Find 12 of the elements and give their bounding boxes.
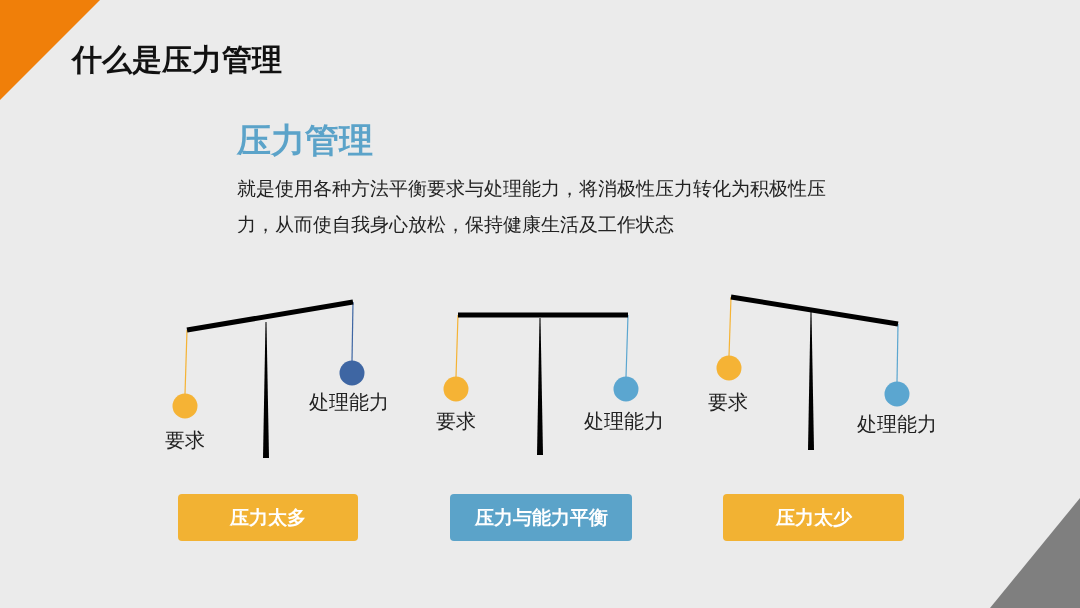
state-box: 压力与能力平衡 <box>450 494 632 541</box>
page-title: 什么是压力管理 <box>72 41 282 79</box>
weight-label: 要求 <box>165 426 205 454</box>
weight-label: 要求 <box>708 388 748 416</box>
state-box: 压力太多 <box>178 494 358 541</box>
weight-label: 处理能力 <box>309 388 389 416</box>
state-box: 压力太少 <box>723 494 904 541</box>
weight-label: 处理能力 <box>857 410 937 438</box>
description-text: 就是使用各种方法平衡要求与处理能力，将消极性压力转化为积极性压力，从而使自我身心放松，保持健康生活及工作状态 <box>237 176 827 237</box>
weight-label: 处理能力 <box>584 407 664 435</box>
weight-label: 要求 <box>436 407 476 435</box>
heading: 压力管理 <box>237 119 373 162</box>
